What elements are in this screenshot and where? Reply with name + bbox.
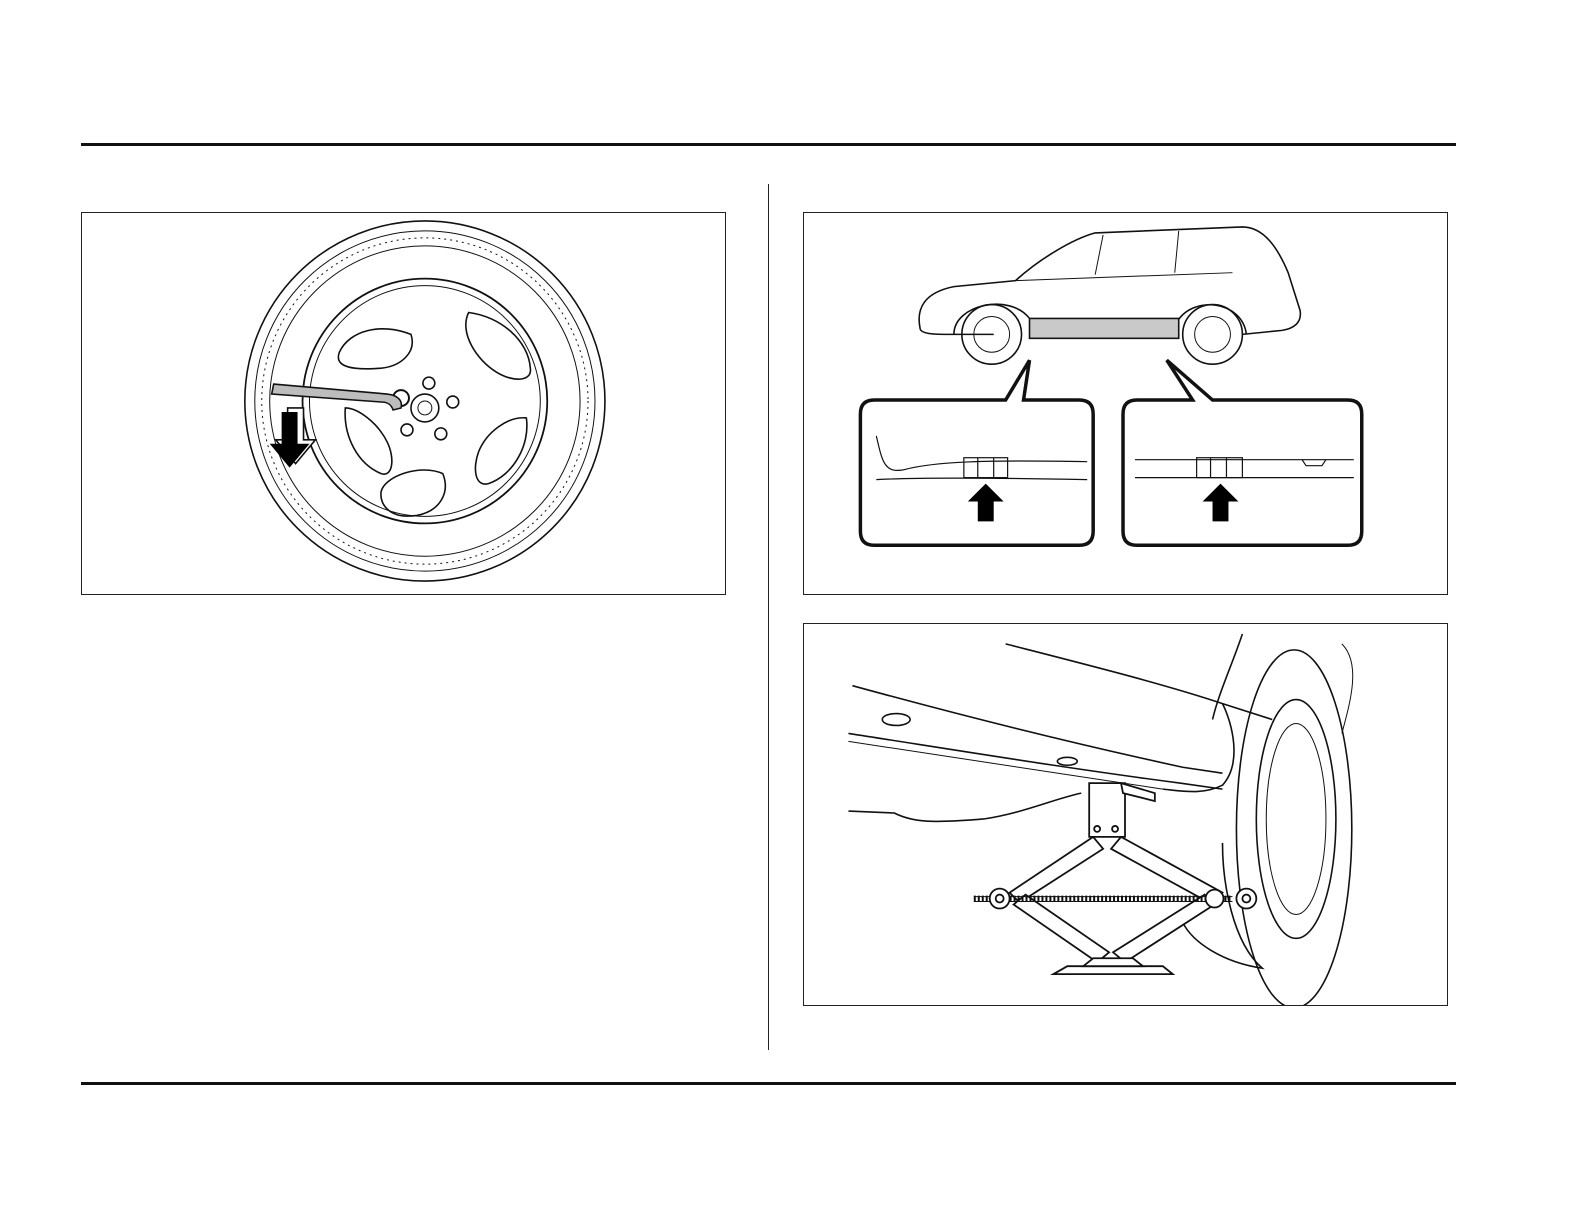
lug-nut — [401, 424, 413, 436]
sill-lower — [848, 733, 1222, 789]
spoke-window — [338, 329, 412, 369]
lug-nut — [447, 396, 459, 408]
spoke-window — [475, 418, 526, 484]
rocker-panel-highlight — [1030, 318, 1179, 338]
tire-outer — [1236, 650, 1351, 1005]
up-arrow-icon — [1203, 484, 1239, 522]
rear-jack-point-detail — [1135, 458, 1354, 478]
wheel-wrench-drawing — [82, 213, 725, 594]
scissor-jack — [1010, 783, 1223, 974]
car-beltline — [1016, 273, 1233, 281]
top-rule — [81, 143, 1456, 146]
jack-screw — [974, 897, 1233, 902]
spoke-window — [345, 408, 392, 474]
rear-wheel — [1183, 305, 1243, 365]
underbody-line — [848, 793, 1081, 821]
jack-points-drawing — [804, 213, 1447, 594]
sill-upper — [852, 686, 1222, 774]
rear-jack-point-callout — [1123, 360, 1362, 545]
lug-nut — [435, 428, 447, 440]
up-arrow-icon — [968, 484, 1004, 522]
sill-edge — [848, 741, 1162, 789]
jack-positioned-illustration — [803, 623, 1448, 1006]
jack-arm — [1014, 895, 1109, 963]
wheel-wrench-illustration — [81, 212, 726, 595]
rear-wheel-hub — [1195, 316, 1231, 352]
body-panel-line — [1006, 644, 1273, 720]
lug-wrench — [272, 384, 402, 410]
jack-arm — [1010, 837, 1104, 903]
hub-cap — [411, 394, 439, 422]
jack-base — [1053, 966, 1172, 974]
hub-center — [418, 401, 432, 415]
spoke-window — [466, 312, 531, 379]
fender-edge — [1213, 634, 1243, 720]
column-divider — [768, 184, 769, 1050]
fender — [1163, 704, 1234, 792]
tire-rim — [1256, 700, 1336, 939]
rear-body-line — [1342, 644, 1353, 734]
jack-arm — [1113, 895, 1214, 963]
body-plug — [1057, 757, 1077, 765]
jack-pivot-center — [996, 895, 1004, 903]
lug-nut — [423, 377, 435, 389]
jack-positioned-drawing — [804, 624, 1447, 1005]
front-jack-point-callout — [860, 360, 1093, 545]
bottom-rule — [81, 1082, 1456, 1085]
spoke-window — [381, 470, 445, 516]
jack-eye-center — [1242, 895, 1250, 903]
jack-pivot — [1206, 890, 1224, 908]
tire-rim-inner — [1266, 723, 1326, 914]
body-plug — [882, 714, 910, 726]
jack-points-illustration — [803, 212, 1448, 595]
front-jack-point-detail — [876, 436, 1087, 480]
car-pillars — [1095, 231, 1179, 275]
